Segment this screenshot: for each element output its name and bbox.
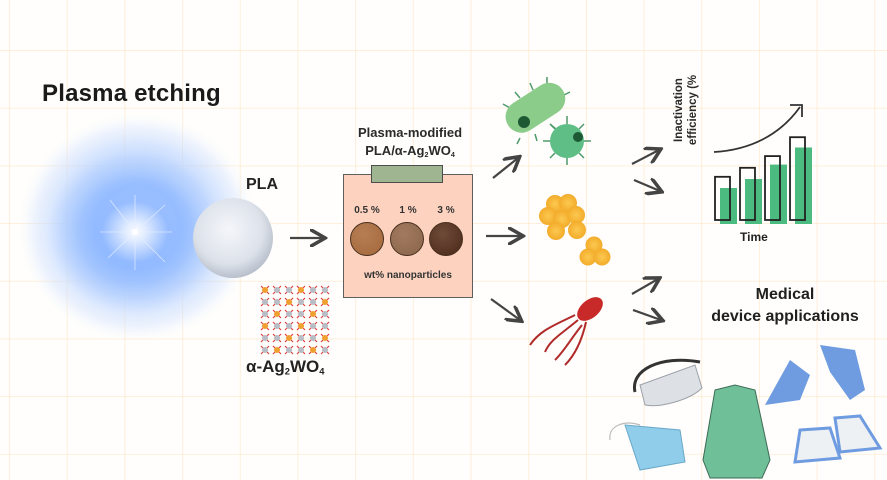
- sample-disc: [429, 222, 463, 256]
- bar-outline: [764, 155, 781, 221]
- sample-label: 3 %: [437, 205, 455, 216]
- shoe-covers-icon: [793, 414, 883, 464]
- bar-filled: [770, 164, 787, 224]
- atom: [310, 347, 316, 353]
- atom: [262, 323, 268, 329]
- atom: [286, 335, 292, 341]
- atom: [274, 347, 280, 353]
- bar-filled: [720, 188, 737, 224]
- arrow-icon: [631, 150, 659, 165]
- atom: [286, 323, 292, 329]
- atom: [322, 335, 328, 341]
- arrow-icon: [631, 279, 658, 295]
- atom: [298, 311, 304, 317]
- title-mid: WO: [428, 143, 451, 158]
- atom: [298, 287, 304, 293]
- atom: [322, 287, 328, 293]
- atom: [286, 287, 292, 293]
- atom: [322, 347, 328, 353]
- atom: [262, 311, 268, 317]
- atom: [286, 311, 292, 317]
- sample-disc: [390, 222, 424, 256]
- sample-panel-tab: [371, 165, 443, 183]
- atom: [298, 323, 304, 329]
- atom: [310, 335, 316, 341]
- pla-label: PLA: [246, 176, 278, 193]
- atom: [274, 335, 280, 341]
- modified-title-line2: PLA/α-Ag2WO4: [335, 142, 485, 164]
- arrow-icon: [490, 298, 520, 320]
- atom: [322, 323, 328, 329]
- plasma-etching-title: Plasma etching: [42, 80, 221, 107]
- arrow-icon: [632, 310, 661, 320]
- atom: [298, 335, 304, 341]
- modified-title-line1: Plasma-modified: [357, 125, 463, 140]
- chart-ylabel: Inactivation efficiency (%: [673, 74, 699, 146]
- nanoparticles-caption: wt% nanoparticles: [364, 270, 452, 281]
- modified-title: Plasma-modified PLA/α-Ag2WO4: [335, 124, 485, 164]
- arrow-icon: [633, 180, 660, 191]
- pla-sphere-icon: [193, 198, 273, 278]
- plasma-cloud-icon: [15, 110, 260, 345]
- bar-filled: [795, 147, 812, 224]
- bar-filled: [745, 179, 762, 224]
- medical-applications-label: Medical device applications: [700, 284, 870, 328]
- atom: [262, 347, 268, 353]
- bar-outline: [714, 175, 731, 221]
- green-bacteria-icon: [502, 77, 591, 165]
- trend-arrow-icon: [713, 106, 801, 153]
- atom: [310, 287, 316, 293]
- inactivation-chart: [713, 104, 812, 224]
- agwo-prefix: α-Ag: [246, 357, 285, 376]
- sample-disc: [350, 222, 384, 256]
- face-mask-icon: [609, 422, 686, 471]
- crystal-structure-icon: [260, 285, 330, 355]
- sample-label: 1 %: [399, 205, 417, 216]
- atom: [310, 311, 316, 317]
- chart-xlabel: Time: [740, 230, 768, 244]
- staphylococcus-icon: [539, 194, 611, 266]
- atom: [262, 299, 268, 305]
- atom: [298, 347, 304, 353]
- atom: [310, 299, 316, 305]
- agwo-mid: WO: [289, 357, 320, 376]
- medical-line1: Medical: [755, 286, 815, 303]
- atom: [274, 299, 280, 305]
- atom: [322, 299, 328, 305]
- agwo-sub1: 2: [284, 366, 290, 377]
- atom: [286, 299, 292, 305]
- gloves-icon: [765, 345, 865, 405]
- atom: [310, 323, 316, 329]
- title-sub2: 4: [450, 150, 455, 159]
- surgical-gown-icon: [702, 384, 771, 479]
- atom: [274, 311, 280, 317]
- bar-outline: [789, 136, 806, 221]
- flagellated-bacterium-icon: [529, 297, 603, 366]
- arrow-icon: [492, 158, 518, 179]
- atom: [322, 311, 328, 317]
- atom: [262, 287, 268, 293]
- atom: [274, 287, 280, 293]
- bar-outline: [739, 166, 756, 221]
- atom: [298, 299, 304, 305]
- atom: [286, 347, 292, 353]
- sample-label: 0.5 %: [354, 205, 380, 216]
- goggles-icon: [633, 358, 703, 407]
- agwo-label: α-Ag2WO4: [246, 357, 324, 377]
- agwo-sub2: 4: [319, 366, 325, 377]
- medical-line2: device applications: [711, 308, 859, 325]
- title-line2-prefix: PLA/α-Ag: [365, 143, 425, 158]
- atom: [262, 335, 268, 341]
- title-sub1: 2: [424, 150, 429, 159]
- atom: [274, 323, 280, 329]
